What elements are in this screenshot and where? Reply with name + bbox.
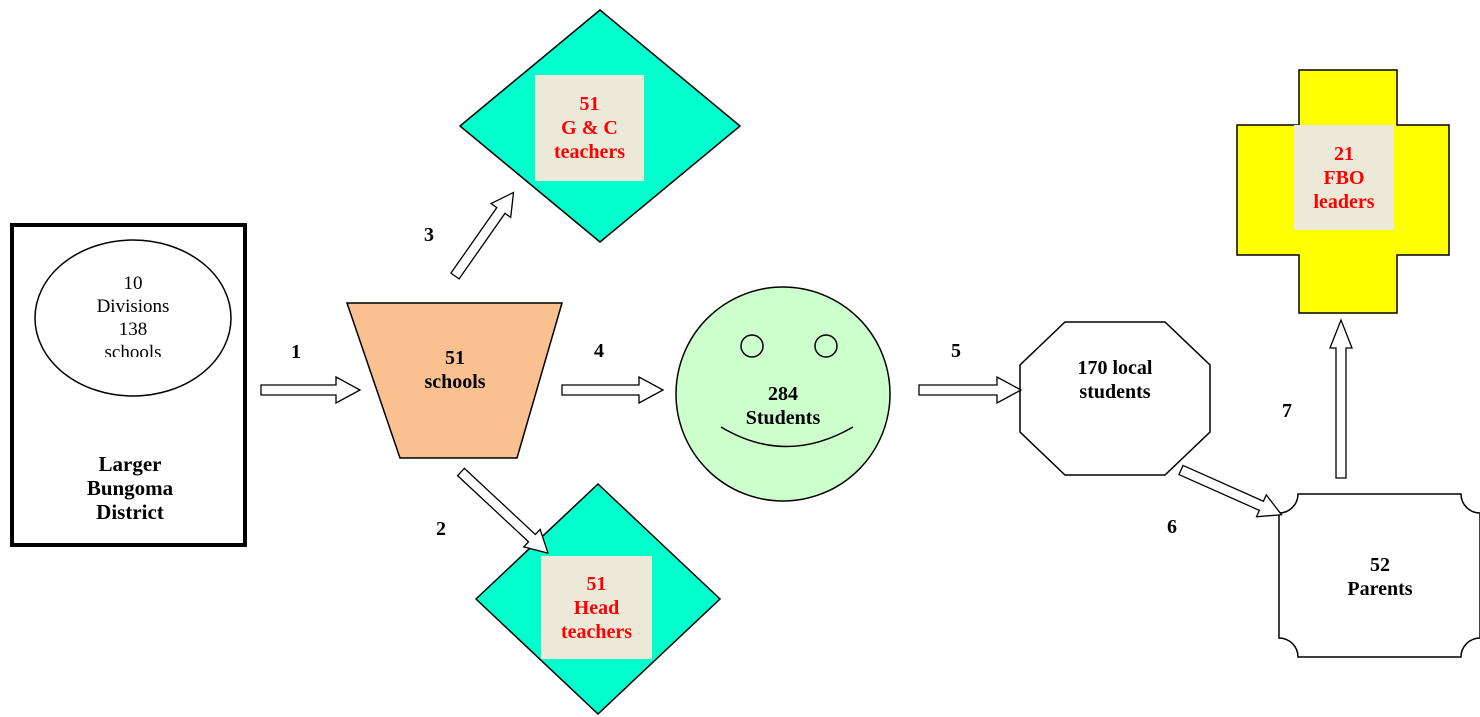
step-1: 1 bbox=[291, 341, 301, 363]
fbo-leaders-type: FBO bbox=[1323, 166, 1365, 189]
parents-plaque bbox=[1278, 493, 1480, 658]
smile-icon bbox=[720, 426, 854, 448]
schools-trapezoid bbox=[345, 302, 563, 459]
head-teachers-type: Head bbox=[573, 596, 620, 619]
students-word: Students bbox=[745, 407, 821, 429]
step-2: 2 bbox=[436, 518, 446, 540]
right-eye-icon bbox=[814, 334, 838, 358]
left-eye-icon bbox=[740, 334, 764, 358]
step-4: 4 bbox=[594, 340, 604, 362]
parents-word: Parents bbox=[1347, 578, 1413, 600]
step-3: 3 bbox=[424, 224, 434, 246]
divisions-text: 10 Divisions 138 schools bbox=[53, 272, 213, 357]
divisions-ellipse bbox=[34, 239, 232, 397]
district-label-line-2: Bungoma bbox=[86, 476, 174, 500]
fbo-leaders-label: 21 FBO leaders bbox=[1294, 125, 1394, 230]
arrow-5 bbox=[918, 375, 1023, 405]
arrow-1 bbox=[260, 375, 362, 405]
students-smiley bbox=[675, 286, 891, 502]
arrow-7 bbox=[1329, 318, 1353, 479]
fbo-leaders-count: 21 bbox=[1334, 142, 1354, 165]
local-students-label: 170 local students bbox=[1040, 356, 1190, 404]
arrow-3 bbox=[449, 191, 515, 280]
step-7: 7 bbox=[1282, 400, 1292, 422]
local-students-word: students bbox=[1079, 381, 1151, 403]
schools-label: 51 schools bbox=[400, 346, 510, 394]
gc-teachers-label: 51 G & C teachers bbox=[535, 75, 644, 181]
district-label: Larger Bungoma District bbox=[40, 452, 220, 536]
local-students-count: 170 local bbox=[1077, 357, 1153, 379]
fbo-leaders-word: leaders bbox=[1313, 190, 1375, 213]
students-count: 284 bbox=[768, 383, 798, 405]
schools-word: schools bbox=[424, 371, 486, 393]
arrow-2 bbox=[456, 467, 550, 555]
local-students-octagon bbox=[1019, 321, 1211, 476]
schools-count: 51 bbox=[445, 347, 465, 369]
arrow-6 bbox=[1178, 464, 1283, 518]
divisions-label: Divisions bbox=[96, 296, 170, 317]
arrow-4 bbox=[561, 375, 665, 405]
district-label-line-3: District bbox=[96, 500, 164, 524]
schools-label: schools bbox=[104, 342, 162, 357]
step-5: 5 bbox=[951, 340, 961, 362]
gc-teachers-count: 51 bbox=[579, 93, 600, 115]
head-teachers-label: 51 Head teachers bbox=[541, 556, 652, 659]
head-teachers-count: 51 bbox=[586, 572, 607, 595]
divisions-count: 10 bbox=[123, 273, 143, 294]
district-label-line-1: Larger bbox=[98, 452, 162, 476]
parents-count: 52 bbox=[1370, 554, 1390, 576]
gc-teachers-type: G & C bbox=[561, 117, 618, 139]
step-6: 6 bbox=[1167, 516, 1177, 538]
students-label: 284 Students bbox=[728, 382, 838, 430]
head-teachers-word: teachers bbox=[560, 620, 633, 643]
gc-teachers-word: teachers bbox=[553, 141, 626, 163]
parents-label: 52 Parents bbox=[1320, 553, 1440, 601]
schools-count: 138 bbox=[118, 319, 148, 340]
